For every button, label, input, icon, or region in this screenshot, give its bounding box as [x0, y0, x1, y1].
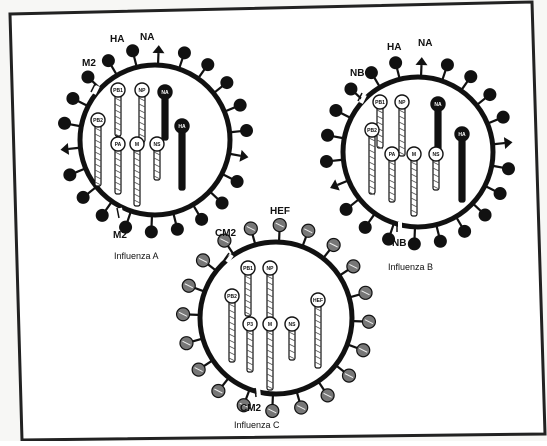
hemagglutinin-spike-head: [340, 203, 353, 216]
virus-b-segment-label: NP: [399, 100, 407, 106]
virus-b-segment-label: M: [412, 152, 416, 158]
virus-a-segment-label: NS: [154, 142, 162, 148]
hemagglutinin-spike-head: [359, 221, 372, 234]
influenza-c-ion-channel-bottom: [258, 388, 259, 397]
hemagglutinin-spike-head: [201, 58, 214, 71]
virus-b-segment-label: PB2: [367, 128, 377, 134]
hemagglutinin-spike-head: [234, 99, 247, 112]
hemagglutinin-spike-head: [321, 129, 334, 142]
hemagglutinin-spike-head: [408, 237, 421, 250]
hemagglutinin-spike-head: [458, 225, 471, 238]
virus-c-segment-label: NS: [289, 322, 297, 328]
hemagglutinin-spike-head: [63, 168, 76, 181]
virus-a-segment-label: PB1: [113, 88, 123, 94]
hemagglutinin-spike-head: [240, 124, 253, 137]
hemagglutinin-spike-head: [441, 58, 454, 71]
hemagglutinin-spike-head: [81, 71, 94, 84]
hemagglutinin-spike-head: [494, 187, 507, 200]
influenza-a-m2-top-label: M2: [82, 58, 96, 69]
virus-a-segment-label: PA: [115, 142, 122, 148]
hemagglutinin-spike-head: [216, 196, 229, 209]
virus-a-segment-label: NA: [161, 90, 169, 96]
hemagglutinin-spike-head: [365, 66, 378, 79]
virus-a-segment-label: PB2: [93, 118, 103, 124]
hemagglutinin-spike-head: [483, 88, 496, 101]
virus-c-segment-label: PB2: [227, 294, 237, 300]
hemagglutinin-spike-head: [231, 175, 244, 188]
influenza-a-ha-label: HA: [110, 34, 124, 45]
influenza-a-na-label: NA: [140, 32, 154, 43]
virus-b-segment-label: PA: [389, 152, 396, 158]
hemagglutinin-spike-head: [329, 104, 342, 117]
influenza-b-nb-top-label: NB: [350, 68, 364, 79]
influenza-b-caption: Influenza B: [388, 262, 433, 272]
virus-b-segment-label: PB1: [375, 100, 385, 106]
hemagglutinin-spike-head: [220, 76, 233, 89]
influenza-a-m2-bottom-label: M2: [113, 230, 127, 241]
influenza-c-hef-label: HEF: [270, 206, 290, 217]
hemagglutinin-spike-head: [58, 117, 71, 130]
influenza-a-caption: Influenza A: [114, 251, 159, 261]
hemagglutinin-spike-head: [464, 70, 477, 83]
influenza-c-cm2-top-label: CM2: [215, 228, 237, 239]
virus-a-segment-label: NP: [139, 88, 147, 94]
hemagglutinin-spike-head: [145, 225, 158, 238]
virus-b-segment-label: NA: [434, 102, 442, 108]
influenza-b-nb-bottom-label: NB: [392, 238, 406, 249]
hemagglutinin-spike-head: [320, 155, 333, 168]
influenza-a-ion-channel-bottom: [120, 208, 122, 218]
influenza-b-na-label: NA: [418, 38, 432, 49]
virus-c-segment-label: M: [268, 322, 272, 328]
hemagglutinin-spike-head: [434, 235, 447, 248]
influenza-c-caption: Influenza C: [234, 420, 280, 430]
virus-a-segment-label: HA: [178, 124, 186, 130]
virus-c-segment-label: NP: [267, 266, 275, 272]
hemagglutinin-spike-head: [102, 54, 115, 67]
hemagglutinin-spike-head: [389, 56, 402, 69]
hemagglutinin-spike-head: [502, 162, 515, 175]
virus-a-segment-label: M: [135, 142, 139, 148]
hemagglutinin-spike-head: [126, 44, 139, 57]
virus-c-segment-label: PB1: [243, 266, 253, 272]
influenza-c-ion-channel-bottom-mark: [255, 388, 256, 397]
hemagglutinin-spike-head: [497, 111, 510, 124]
hemagglutinin-spike-head: [344, 83, 357, 96]
hemagglutinin-spike-head: [195, 213, 208, 226]
hemagglutinin-spike-head: [96, 209, 109, 222]
hemagglutinin-spike-head: [178, 46, 191, 59]
hemagglutinin-spike-head: [479, 208, 492, 221]
virus-b-segment-label: HA: [458, 132, 466, 138]
influenza-c-cm2-bottom-label: CM2: [240, 403, 262, 414]
hemagglutinin-spike-head: [66, 92, 79, 105]
virus-c-segment-label: P3: [247, 322, 253, 328]
virus-b-segment-label: NS: [433, 152, 441, 158]
influenza-b-ha-label: HA: [387, 42, 401, 53]
hemagglutinin-spike-head: [171, 223, 184, 236]
hemagglutinin-spike-head: [77, 191, 90, 204]
virus-c-segment-label: HEF: [313, 298, 323, 304]
